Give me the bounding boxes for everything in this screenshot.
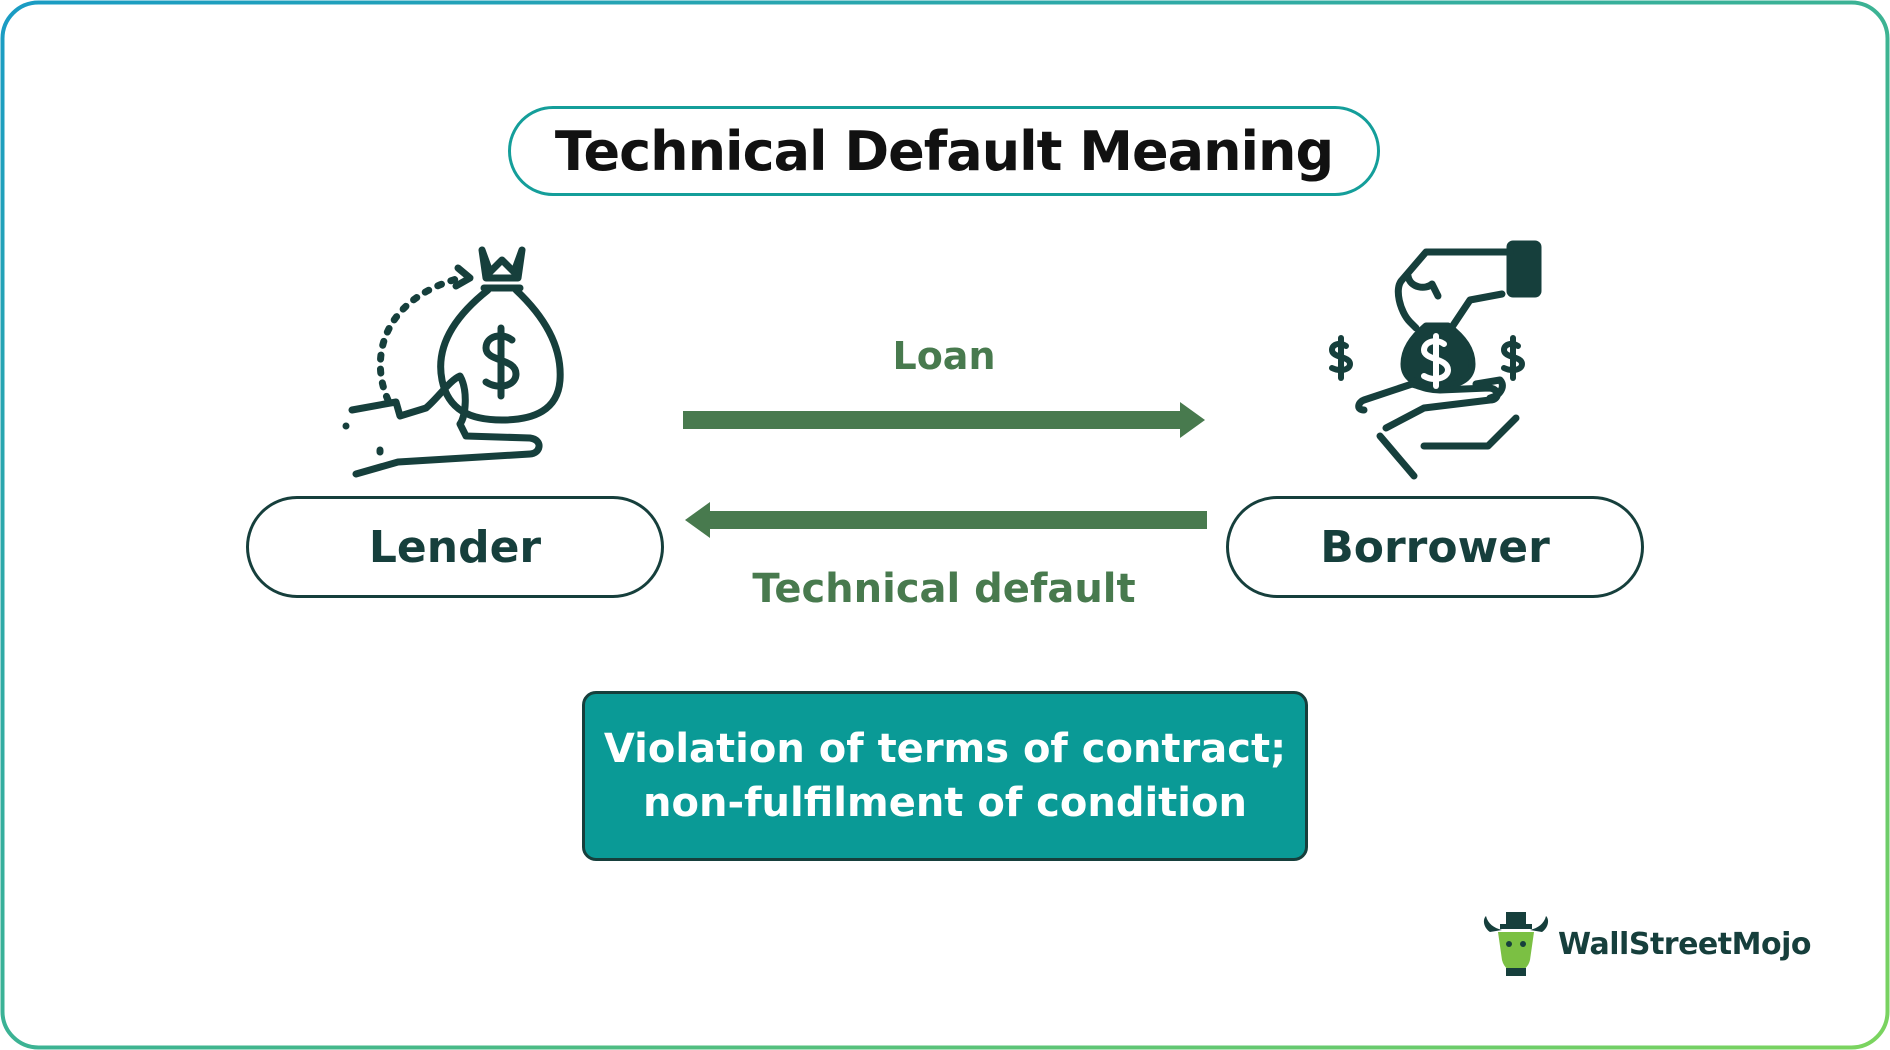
technical-default-arrow: [685, 502, 1207, 538]
borrower-label: Borrower: [1320, 521, 1550, 573]
brand-name: WallStreetMojo: [1558, 926, 1811, 962]
condition-line-2: non-fulfilment of condition: [643, 780, 1247, 826]
borrower-node: Borrower: [1226, 496, 1644, 598]
loan-arrow: [683, 402, 1205, 438]
money-bag-give-icon: [342, 246, 564, 478]
lender-node: Lender: [246, 496, 664, 598]
title-pill: Technical Default Meaning: [508, 106, 1380, 196]
condition-box: Violation of terms of contract; non-fulf…: [582, 691, 1308, 861]
money-bag-receive-icon: [1328, 240, 1542, 480]
condition-line-1: Violation of terms of contract;: [603, 726, 1287, 772]
brand-logo: WallStreetMojo: [1480, 910, 1811, 978]
lender-label: Lender: [368, 521, 542, 573]
bull-mascot-icon: [1483, 912, 1549, 976]
diagram-title: Technical Default Meaning: [554, 119, 1334, 183]
technical-default-label: Technical default: [752, 566, 1136, 612]
loan-label: Loan: [892, 334, 996, 378]
